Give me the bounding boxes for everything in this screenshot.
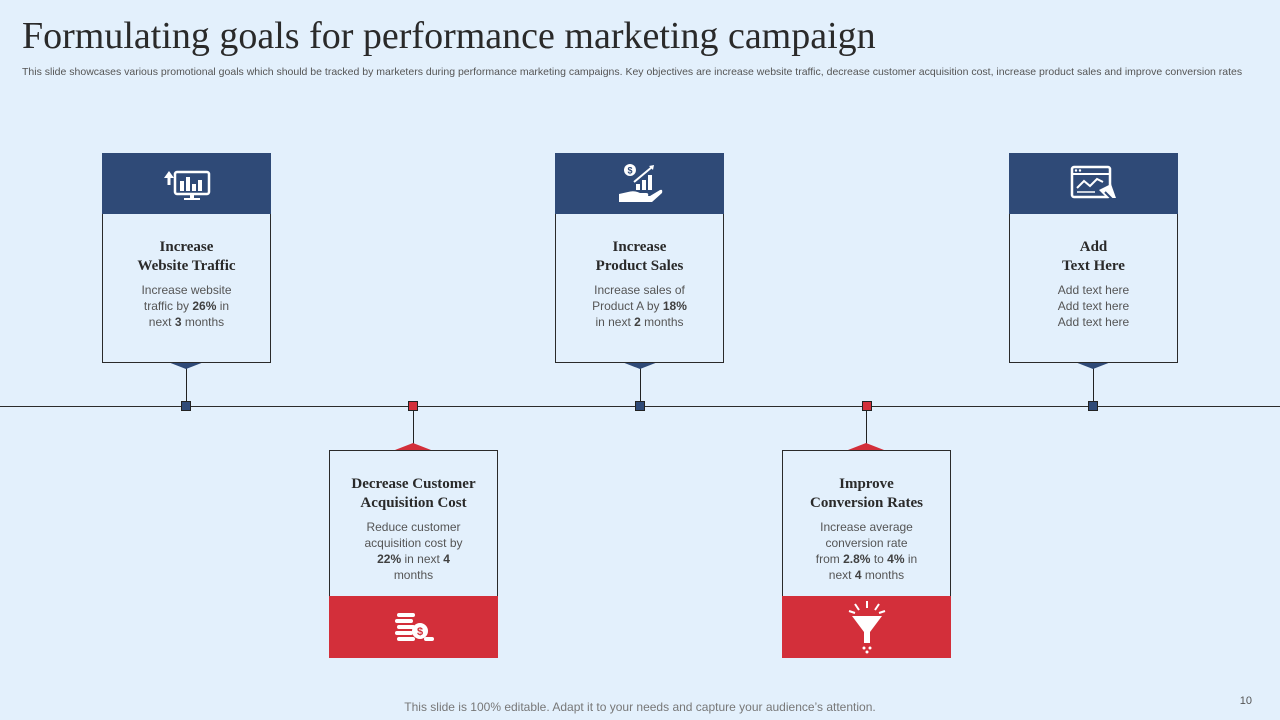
card-heading: Increase Website Traffic bbox=[103, 238, 270, 276]
card-text-box: Add Text Here Add text here Add text her… bbox=[1009, 214, 1178, 363]
timeline-marker bbox=[181, 401, 191, 411]
card-heading-line: Add bbox=[1079, 239, 1108, 255]
slide-footer: This slide is 100% editable. Adapt it to… bbox=[404, 700, 876, 714]
goal-card-conversion-rates: Improve Conversion Rates Increase averag… bbox=[782, 450, 951, 658]
slide-title: Formulating goals for performance market… bbox=[22, 15, 876, 57]
pointer-triangle bbox=[622, 362, 658, 369]
card-heading: Improve Conversion Rates bbox=[783, 475, 950, 513]
body-text: in next bbox=[401, 552, 444, 566]
body-value: 2.8% bbox=[843, 552, 871, 566]
timeline-stem bbox=[1093, 365, 1094, 401]
body-text: Increase sales of Product A by bbox=[592, 283, 685, 313]
card-heading: Add Text Here bbox=[1010, 238, 1177, 276]
card-body: Increase sales of Product A by 18% in ne… bbox=[556, 282, 723, 330]
coin-stack-icon: $ bbox=[394, 613, 434, 641]
body-text: months bbox=[181, 315, 225, 329]
svg-text:$: $ bbox=[416, 626, 422, 638]
funnel-icon bbox=[848, 601, 885, 654]
body-text: months bbox=[393, 568, 434, 582]
timeline-stem bbox=[413, 411, 414, 447]
card-body: Add text here Add text here Add text her… bbox=[1010, 282, 1177, 330]
card-text-box: Increase Website Traffic Increase websit… bbox=[102, 214, 271, 363]
card-heading: Decrease Customer Acquisition Cost bbox=[330, 475, 497, 513]
card-heading-line: Product Sales bbox=[595, 258, 684, 274]
card-heading-line: Increase bbox=[612, 239, 667, 255]
hand-growth-chart-icon: $ bbox=[618, 164, 662, 202]
card-icon-box: $ bbox=[329, 596, 498, 658]
card-heading-line: Increase bbox=[159, 239, 214, 255]
body-text: months bbox=[861, 568, 905, 582]
card-heading-line: Improve bbox=[839, 476, 894, 492]
body-value: 4 bbox=[443, 552, 450, 566]
body-value: 4% bbox=[887, 552, 905, 566]
body-text: months bbox=[640, 315, 684, 329]
page-number: 10 bbox=[1239, 695, 1252, 707]
card-body: Increase average conversion rate from 2.… bbox=[783, 519, 950, 583]
body-line: Add text here bbox=[1057, 315, 1130, 329]
goal-card-placeholder: Add Text Here Add text here Add text her… bbox=[1009, 153, 1178, 363]
body-line: Add text here bbox=[1057, 299, 1130, 313]
monitor-bar-chart-icon bbox=[163, 170, 210, 200]
pointer-triangle bbox=[848, 443, 884, 450]
card-text-box: Increase Product Sales Increase sales of… bbox=[555, 214, 724, 363]
goal-card-website-traffic: Increase Website Traffic Increase websit… bbox=[102, 153, 271, 363]
card-heading: Increase Product Sales bbox=[556, 238, 723, 276]
body-value: 22% bbox=[377, 552, 402, 566]
card-icon-box bbox=[1009, 153, 1178, 215]
card-heading-line: Acquisition Cost bbox=[360, 495, 467, 511]
pointer-triangle bbox=[1075, 362, 1111, 369]
timeline-stem bbox=[640, 365, 641, 401]
body-text: in next bbox=[828, 552, 918, 582]
body-value: 2 bbox=[634, 315, 641, 329]
goal-card-product-sales: $ Increase Product Sales Increase sales … bbox=[555, 153, 724, 363]
body-text: to bbox=[870, 552, 888, 566]
card-heading-line: Text Here bbox=[1062, 258, 1125, 274]
body-text: in next bbox=[595, 315, 635, 329]
body-value: 18% bbox=[662, 299, 687, 313]
card-icon-box bbox=[782, 596, 951, 658]
card-heading-line: Decrease Customer bbox=[351, 476, 476, 492]
body-text: Reduce customer acquisition cost by bbox=[364, 520, 463, 550]
pointer-triangle bbox=[168, 362, 204, 369]
timeline-marker bbox=[1088, 401, 1098, 411]
slide-subtitle: This slide showcases various promotional… bbox=[22, 66, 1243, 78]
card-text-box: Improve Conversion Rates Increase averag… bbox=[782, 450, 951, 597]
body-text: in next bbox=[148, 299, 230, 329]
body-text: Increase website traffic by bbox=[141, 283, 232, 313]
svg-text:$: $ bbox=[627, 166, 632, 176]
card-icon-box bbox=[102, 153, 271, 215]
card-heading-line: Website Traffic bbox=[137, 258, 236, 274]
body-line: Add text here bbox=[1057, 283, 1130, 297]
card-heading-line: Conversion Rates bbox=[810, 495, 923, 511]
body-value: 26% bbox=[192, 299, 217, 313]
timeline-marker bbox=[408, 401, 418, 411]
timeline-stem bbox=[186, 365, 187, 401]
body-text: Increase average conversion rate from bbox=[815, 520, 913, 566]
card-body: Increase website traffic by 26% in next … bbox=[103, 282, 270, 330]
card-text-box: Decrease Customer Acquisition Cost Reduc… bbox=[329, 450, 498, 597]
timeline-stem bbox=[866, 411, 867, 447]
browser-analytics-icon bbox=[1070, 165, 1116, 201]
goal-card-acquisition-cost: Decrease Customer Acquisition Cost Reduc… bbox=[329, 450, 498, 658]
card-icon-box: $ bbox=[555, 153, 724, 215]
timeline-marker bbox=[862, 401, 872, 411]
pointer-triangle bbox=[395, 443, 431, 450]
body-value: 3 bbox=[174, 315, 182, 329]
card-body: Reduce customer acquisition cost by 22% … bbox=[330, 519, 497, 583]
timeline-marker bbox=[635, 401, 645, 411]
body-value: 4 bbox=[854, 568, 862, 582]
